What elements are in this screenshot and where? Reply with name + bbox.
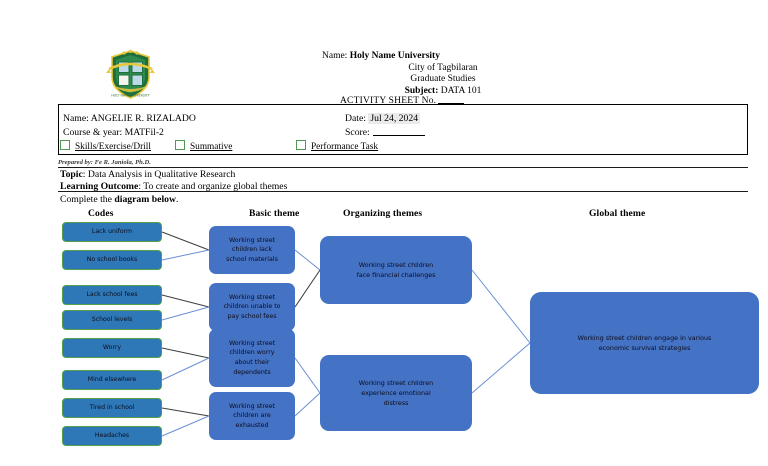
student-info-box [58, 104, 748, 155]
instruction-bold: diagram below [114, 194, 176, 205]
score-row: Score: [345, 127, 425, 138]
university-department: Graduate Studies [410, 74, 476, 85]
connector-line [161, 347, 210, 359]
connector-line [161, 415, 210, 437]
checkbox-skills-exercise-drill[interactable]: Skills/Exercise/Drill [60, 140, 151, 153]
checkbox-label: Skills/Exercise/Drill [75, 142, 151, 152]
node-label: Worry [102, 344, 122, 351]
date-row: Date: Jul 24, 2024 [345, 113, 421, 124]
university-logo-icon: HOLY NAME UNIVERSITY [103, 47, 158, 103]
student-name-value[interactable]: ANGELIE R. RIZALADO [90, 113, 196, 124]
score-blank[interactable] [372, 135, 425, 136]
university-name-label: Name: [322, 51, 348, 61]
checkbox-icon[interactable] [60, 140, 70, 150]
connector-line [161, 231, 210, 251]
learning-outcome-value: : To create and organize global themes [138, 181, 288, 192]
connector-line [294, 357, 321, 394]
code-box[interactable]: Headaches [62, 426, 162, 446]
checkbox-summative[interactable]: Summative [175, 140, 232, 153]
learning-outcome-row: Learning Outcome: To create and organize… [60, 181, 287, 192]
score-label: Score: [345, 127, 370, 138]
university-header-block: Name: Holy Name University City of Tagbi… [318, 51, 568, 97]
column-heading-codes: Codes [88, 208, 114, 219]
instruction-prefix: Complete the [60, 194, 115, 205]
node-label: School levels [91, 316, 133, 323]
connector-line [161, 306, 210, 321]
university-name: Holy Name University [349, 51, 440, 61]
code-box[interactable]: No school books [62, 250, 162, 270]
code-box[interactable]: Lack school fees [62, 285, 162, 305]
connector-line [161, 294, 210, 308]
activity-sheet-blank[interactable] [438, 103, 465, 104]
checkbox-label: Performance Task [311, 142, 379, 152]
node-label: Lack school fees [86, 291, 138, 298]
student-name-row: Name: ANGELIE R. RIZALADO [63, 113, 196, 124]
divider-bottom [58, 191, 748, 192]
activity-sheet-label: ACTIVITY SHEET No. [340, 96, 437, 106]
course-row: Course & year: MATFil-2 [63, 127, 164, 138]
global-theme-box[interactable]: Working street children engage in variou… [530, 292, 759, 394]
checkbox-icon[interactable] [175, 140, 185, 150]
node-label: Headaches [94, 432, 130, 439]
university-city: City of Tagbilaran [408, 62, 478, 73]
code-box[interactable]: Worry [62, 338, 162, 358]
checkbox-icon[interactable] [296, 140, 306, 150]
course-label: Course & year: [63, 127, 123, 138]
column-heading-organizing-themes: Organizing themes [343, 208, 423, 219]
topic-label: Topic [60, 169, 83, 180]
node-label: Mind elsewhere [87, 376, 137, 383]
prepared-by: Prepared by: Fe R. Janiola, Ph.D. [58, 159, 151, 166]
date-value[interactable]: Jul 24, 2024 [368, 113, 421, 124]
column-heading-global-theme: Global theme [589, 208, 646, 219]
node-label: Working street children engage in variou… [577, 334, 712, 352]
topic-row: Topic: Data Analysis in Qualitative Rese… [60, 169, 235, 180]
connector-line [161, 407, 210, 417]
column-heading-basic-theme: Basic theme [249, 208, 300, 219]
svg-text:HOLY NAME UNIVERSITY: HOLY NAME UNIVERSITY [111, 94, 150, 98]
activity-sheet-number: ACTIVITY SHEET No. [340, 96, 465, 106]
connector-line [471, 342, 531, 394]
code-box[interactable]: Mind elsewhere [62, 370, 162, 390]
node-label: Lack uniform [91, 228, 133, 235]
connector-line [294, 392, 321, 417]
code-box[interactable]: School levels [62, 310, 162, 330]
connector-line [161, 357, 210, 381]
subject-value: DATA 101 [440, 85, 482, 96]
student-name-label: Name: [63, 113, 89, 124]
instruction-suffix: . [175, 194, 179, 205]
node-label: No school books [86, 256, 138, 263]
connector-line [471, 269, 531, 344]
date-label: Date: [345, 113, 366, 124]
divider-top [58, 167, 748, 168]
subject-label: Subject: [404, 85, 439, 96]
code-box[interactable]: Tired in school [62, 398, 162, 418]
checkbox-label: Summative [190, 142, 233, 152]
course-value[interactable]: MATFil-2 [124, 127, 164, 138]
checkbox-performance-task[interactable]: Performance Task [296, 140, 378, 153]
node-label: Tired in school [89, 404, 135, 411]
topic-value: : Data Analysis in Qualitative Research [82, 169, 236, 180]
connector-line [294, 249, 321, 271]
code-box[interactable]: Lack uniform [62, 222, 162, 242]
connector-line [161, 249, 210, 261]
learning-outcome-label: Learning Outcome [60, 181, 139, 192]
instruction-row: Complete the diagram below. [60, 194, 178, 205]
connector-line [294, 269, 321, 308]
